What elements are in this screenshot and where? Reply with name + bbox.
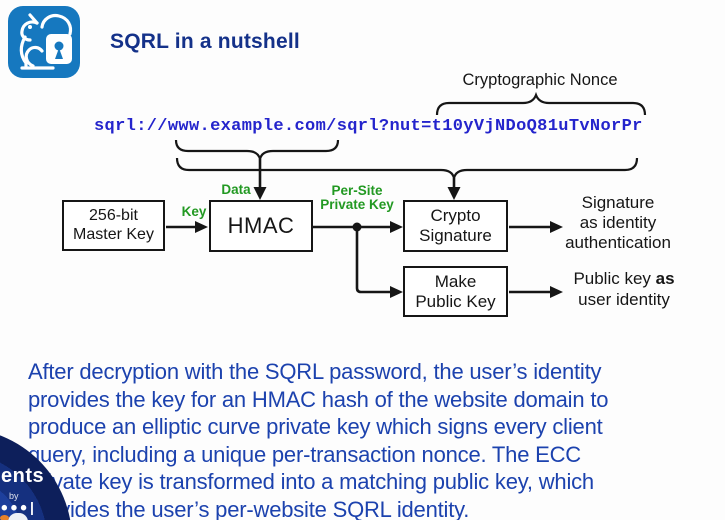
branch-line — [355, 227, 390, 294]
hmac-box: HMAC — [209, 200, 313, 252]
make-public-key-line2: Public Key — [415, 291, 496, 311]
body-text-line: produce an elliptic curve private key wh… — [28, 414, 603, 439]
nonce-arrowhead — [447, 187, 461, 200]
body-text-line: private key is transformed into a matchi… — [28, 469, 594, 494]
key-arrowhead — [195, 221, 208, 233]
overlay-bar: | — [29, 499, 34, 515]
signature-output-text: Signature as identity authentication — [550, 193, 686, 253]
squirrel-eye — [28, 25, 32, 29]
key-edge-label: Key — [181, 204, 207, 219]
signature-output-line1: Signature — [581, 193, 655, 212]
nonce-callout-label: Cryptographic Nonce — [462, 71, 618, 89]
signature-output-line2: as identity — [579, 213, 657, 232]
master-key-box: 256-bit Master Key — [62, 200, 165, 251]
per-site-label-line2: Private Key — [320, 197, 394, 213]
private-key-arrowhead — [390, 221, 403, 233]
keyhole-slot — [55, 48, 63, 59]
body-text-line: provides the user’s per-website SQRL ide… — [28, 496, 470, 520]
body-text-line: query, including a unique per-transactio… — [28, 441, 581, 467]
data-edge-label: Data — [221, 182, 251, 197]
signature-out-arrowhead — [550, 221, 563, 233]
make-public-key-line1: Make — [434, 271, 477, 291]
body-text-line: After decryption with the SQRL password,… — [28, 359, 602, 384]
data-arrowhead — [253, 187, 267, 200]
hmac-label: HMAC — [227, 213, 295, 239]
overlay-partial-logo — [8, 513, 28, 520]
overlay-partial-logo-orange — [0, 515, 9, 520]
keyhole-icon — [54, 41, 64, 51]
overlay-subtext: by — [9, 491, 19, 501]
sqrl-logo-icon — [8, 6, 80, 78]
as-emphasis: as — [655, 269, 675, 288]
crypto-signature-box: Crypto Signature — [403, 200, 508, 252]
flow-diagram-wires — [166, 91, 647, 298]
nonce-brace — [435, 91, 647, 116]
domain-brace — [174, 139, 340, 160]
branch-arrowhead — [390, 286, 403, 298]
crypto-signature-line2: Signature — [419, 226, 492, 245]
make-public-key-box: Make Public Key — [403, 266, 508, 317]
squirrel-outline — [19, 13, 73, 70]
per-site-private-key-label: Per-Site Private Key — [320, 183, 394, 213]
per-site-label-line1: Per-Site — [331, 183, 383, 198]
public-key-output-text: Public key as user identity — [548, 268, 700, 310]
full-url-brace — [175, 157, 639, 179]
publickey-out-arrowhead — [550, 286, 563, 298]
overlay-text-fragment: ents — [1, 465, 45, 487]
master-key-line2: Master Key — [73, 225, 154, 243]
public-key-output-line2: user identity — [578, 290, 670, 309]
master-key-line1: 256-bit — [89, 206, 138, 224]
crypto-signature-line1: Crypto — [430, 206, 481, 226]
signature-output-line3: authentication — [565, 233, 671, 252]
body-text-line: provides the key for an HMAC hash of the… — [28, 386, 609, 412]
sqrl-url: sqrl://www.example.com/sqrl?nut=t10yVjND… — [94, 117, 643, 136]
public-key-output-line1: Public key as — [573, 269, 675, 288]
page-title: SQRL in a nutshell — [110, 30, 300, 53]
